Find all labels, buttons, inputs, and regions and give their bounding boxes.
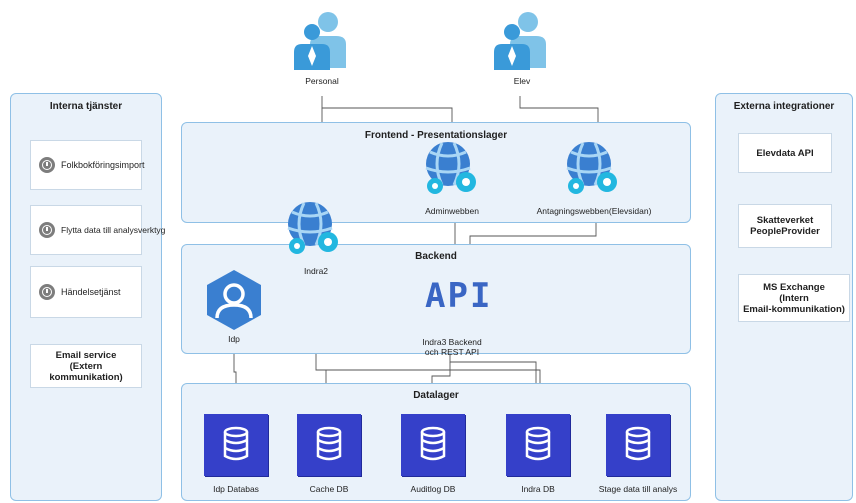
service-label: Folkbokföringsimport bbox=[61, 160, 145, 170]
external-card-elevdata[interactable]: Elevdata API bbox=[738, 133, 832, 173]
service-card-folkbokforing[interactable]: Folkbokföringsimport bbox=[30, 140, 145, 190]
api-label-line2: och REST API bbox=[424, 347, 480, 357]
db-label-cache: Cache DB bbox=[309, 484, 349, 494]
datalager-title: Datalager bbox=[413, 390, 459, 401]
external-line: Skatteverket bbox=[756, 215, 814, 226]
backend-panel: Backend bbox=[181, 244, 691, 354]
db-label-idp: Idp Databas bbox=[213, 484, 259, 494]
database-icon-cache bbox=[297, 414, 361, 476]
db-label-stage: Stage data till analys bbox=[598, 484, 678, 494]
globe-gear-icon-indra2 bbox=[284, 200, 346, 263]
db-label-auditlog: Auditlog DB bbox=[410, 484, 456, 494]
api-label-line1: Indra3 Backend bbox=[422, 337, 482, 347]
external-line: (Intern bbox=[779, 292, 809, 304]
app-label-antagningswebben: Antagningswebben(Elevsidan) bbox=[536, 206, 652, 216]
external-line: Email-kommunikation) bbox=[743, 303, 845, 315]
app-label-indra2: Indra2 bbox=[303, 266, 329, 276]
clock-icon bbox=[39, 284, 55, 300]
email-line: kommunikation) bbox=[49, 371, 123, 383]
database-icon-idp bbox=[204, 414, 268, 476]
database-icon-auditlog bbox=[401, 414, 465, 476]
external-card-skatteverket[interactable]: Skatteverket PeopleProvider bbox=[738, 204, 832, 248]
internal-services-title: Interna tjänster bbox=[49, 101, 123, 112]
email-service-card[interactable]: Email service (Extern kommunikation) bbox=[30, 344, 142, 388]
external-line: MS Exchange bbox=[763, 281, 825, 293]
external-integrations-title: Externa integrationer bbox=[733, 101, 835, 112]
globe-gear-icon-antagningswebben bbox=[563, 140, 625, 203]
actor-label-elev: Elev bbox=[513, 76, 531, 86]
clock-icon bbox=[39, 222, 55, 238]
db-label-indra: Indra DB bbox=[521, 484, 555, 494]
service-label: Flytta data till analysverktyg bbox=[61, 225, 166, 235]
frontend-title: Frontend - Presentationslager bbox=[364, 130, 508, 141]
identity-provider-icon bbox=[203, 268, 265, 337]
backend-title: Backend bbox=[415, 251, 457, 262]
person-icon-elev bbox=[492, 10, 552, 77]
external-card-ms-exchange[interactable]: MS Exchange (Intern Email-kommunikation) bbox=[738, 274, 850, 322]
person-icon-personal bbox=[292, 10, 352, 77]
external-line: PeopleProvider bbox=[750, 226, 820, 237]
clock-icon bbox=[39, 157, 55, 173]
service-card-handelsetjanst[interactable]: Händelsetjänst bbox=[30, 266, 142, 318]
email-line: Email service bbox=[55, 349, 117, 361]
database-icon-stage bbox=[606, 414, 670, 476]
actor-label-personal: Personal bbox=[305, 76, 339, 86]
service-label: Händelsetjänst bbox=[61, 287, 121, 297]
idp-label: Idp bbox=[228, 334, 240, 344]
app-label-adminwebben: Adminwebben bbox=[425, 206, 479, 216]
external-line: Elevdata API bbox=[756, 147, 814, 159]
api-logo: API bbox=[425, 276, 493, 316]
service-card-flytta-data[interactable]: Flytta data till analysverktyg bbox=[30, 205, 165, 255]
database-icon-indra bbox=[506, 414, 570, 476]
globe-gear-icon-adminwebben bbox=[422, 140, 484, 203]
email-line: (Extern bbox=[69, 360, 103, 372]
